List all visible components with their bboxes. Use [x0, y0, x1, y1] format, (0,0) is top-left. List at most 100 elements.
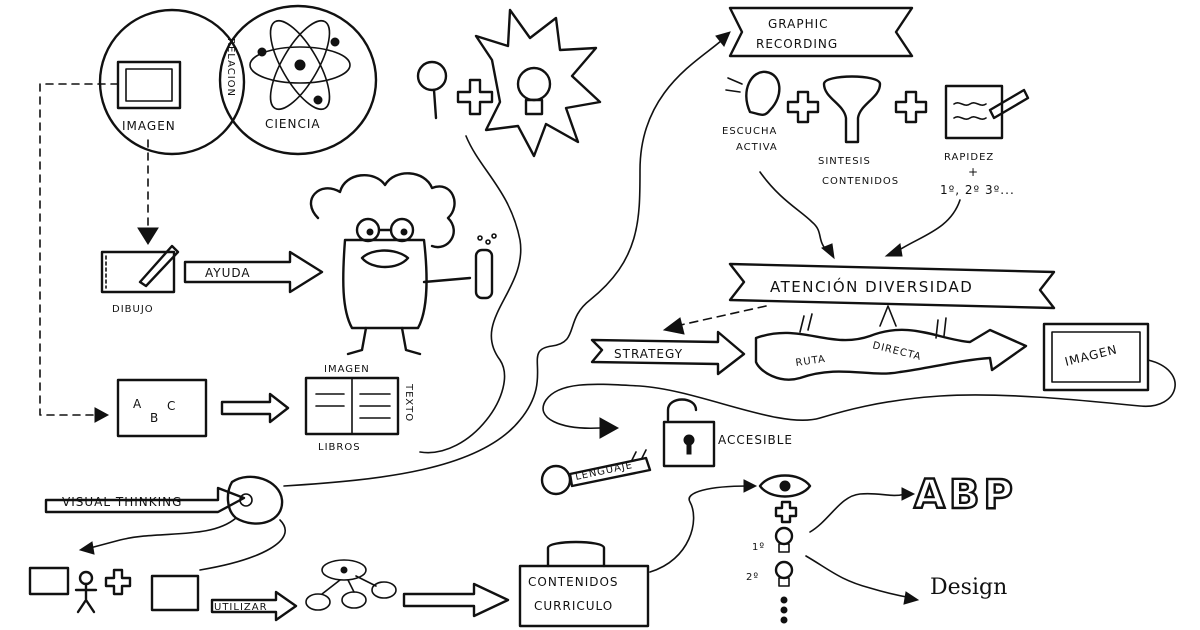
imagen-book-label: IMAGEN — [324, 364, 370, 375]
libros-label: LIBROS — [318, 442, 361, 453]
plus-icon-small — [774, 500, 798, 524]
svg-text:B: B — [150, 411, 159, 425]
arrow-to-books — [220, 392, 290, 424]
ruta-label: RUTA — [795, 354, 827, 369]
connector-to-kid — [89, 517, 237, 549]
ciencia-label: CIENCIA — [265, 117, 321, 131]
writing-pad-icon — [944, 84, 1004, 140]
lenguaje-key: LENGUAJE — [540, 449, 652, 496]
ayuda-arrow: AYUDA — [183, 250, 324, 294]
svg-text:A: A — [133, 397, 142, 411]
curvy-connector-bulb — [419, 135, 522, 454]
professor-character — [310, 172, 497, 356]
arrow-to-contenidos — [402, 582, 510, 618]
key-icon — [540, 464, 572, 496]
mustache — [360, 249, 410, 269]
contenidos-small-label: CONTENIDOS — [822, 176, 899, 187]
idea-cluster — [416, 8, 602, 158]
svg-text:C: C — [167, 399, 176, 413]
connector-to-atencion-right — [895, 199, 961, 253]
ear-icon — [745, 70, 781, 116]
test-tube-icon — [474, 248, 494, 300]
curvy-connector-main — [283, 39, 723, 487]
ordinals-label: 1º, 2º 3º... — [940, 183, 1015, 197]
hair — [310, 172, 456, 249]
plus-icon — [786, 90, 820, 124]
sketchbook-icon — [100, 250, 176, 294]
connector-to-eye — [649, 485, 749, 573]
curvy-connector-accesible — [542, 359, 1176, 429]
tree-icon — [935, 317, 947, 339]
escucha-label: ESCUCHA — [722, 126, 777, 137]
dashed-connector-left — [39, 83, 119, 416]
relacion-label: RELACION — [225, 38, 236, 97]
tree-icon — [799, 313, 813, 333]
dibujo-label: DIBUJO — [112, 304, 154, 315]
utilizar-label: UTILIZAR — [214, 602, 268, 613]
atencion-diversidad-node: ATENCIÓN DIVERSIDAD — [728, 262, 1056, 310]
connector-to-abp — [809, 492, 907, 533]
plus-icon — [894, 90, 928, 124]
leg-right — [400, 326, 422, 356]
graphic-recording-node: GRAPHIC RECORDING — [728, 6, 914, 58]
atencion-label: ATENCIÓN DIVERSIDAD — [770, 277, 973, 296]
abc-card: A B C — [116, 378, 208, 438]
arrow-head-down — [137, 227, 159, 245]
eye-bulb-column: 1º 2º — [746, 474, 812, 624]
connector-to-design — [805, 555, 913, 599]
design-label: Design — [930, 575, 1007, 600]
accesible-label: ACCESIBLE — [718, 433, 793, 447]
kid-with-board — [28, 566, 132, 614]
mountain-icon — [879, 305, 897, 327]
accesible-node: ACCESIBLE — [662, 398, 793, 468]
eye-icon — [758, 474, 812, 498]
recording-label: RECORDING — [756, 37, 838, 51]
leg-left — [346, 326, 368, 356]
texto-label: TEXTO — [403, 383, 414, 422]
abp-label: ABP — [914, 472, 1017, 518]
first-label: 1º — [752, 542, 765, 553]
dibujo-node: DIBUJO — [100, 244, 180, 315]
plus-icon — [456, 78, 494, 116]
screen-icon — [116, 60, 182, 110]
imagen-label: IMAGEN — [122, 119, 176, 133]
venn-right-circle — [218, 4, 378, 156]
visual-thinking-node: VISUAL THINKING — [44, 475, 284, 525]
activa-label: ACTIVA — [736, 142, 778, 153]
visual-thinking-label: VISUAL THINKING — [62, 495, 182, 509]
imagen-right-label: IMAGEN — [1063, 342, 1119, 369]
lightbulb-icon — [774, 560, 794, 580]
plus-icon-small — [104, 568, 132, 596]
strategy-node: STRATEGY — [590, 330, 746, 376]
contenidos-curriculo-node: CONTENIDOS CURRICULO — [518, 540, 650, 628]
strategy-label: STRATEGY — [614, 347, 683, 361]
rapidez-label: RAPIDEZ — [944, 152, 994, 163]
funnel-icon — [822, 75, 882, 144]
atom-icon — [249, 19, 351, 111]
team-board-icon — [150, 574, 200, 612]
pen-icon — [988, 88, 1030, 120]
wrench-head-icon — [226, 475, 284, 525]
utilizar-arrow — [210, 590, 298, 622]
mind-map-icon — [305, 559, 397, 611]
venn-left-circle — [98, 8, 246, 156]
connector-to-team — [199, 519, 286, 571]
graphic-recording-components: ESCUCHA ACTIVA SINTESIS CONTENIDOS RAPID… — [722, 70, 1030, 197]
pen-icon — [138, 244, 180, 288]
contenidos-label: CONTENIDOS — [528, 575, 619, 589]
magnifier-icon — [416, 60, 448, 92]
ayuda-label: AYUDA — [205, 266, 251, 280]
dashed-connector-strategy — [675, 305, 767, 327]
lightbulb-icon — [774, 526, 794, 546]
graphic-label: GRAPHIC — [768, 17, 829, 31]
body — [342, 238, 428, 330]
connector-to-atencion-left — [759, 171, 829, 253]
ruta-directa-road: RUTA DIRECTA — [754, 305, 1028, 381]
directa-label: DIRECTA — [871, 340, 922, 363]
sintesis-label: SINTESIS — [818, 156, 871, 167]
imagen-screen-right: IMAGEN — [1042, 322, 1150, 392]
padlock-shackle — [666, 398, 698, 422]
arrow-head — [94, 407, 110, 423]
padlock-icon — [662, 420, 716, 468]
